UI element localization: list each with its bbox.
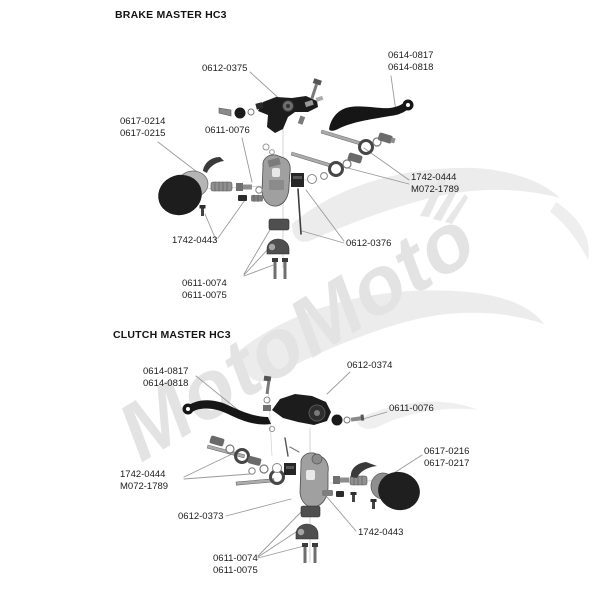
part-number: 0617-0214 [120,116,166,127]
brake-clamps [266,218,290,279]
part-label: 1742-0443 [358,527,403,539]
part-label: 0612-0376 [346,238,391,250]
part-label: 0611-0074 0611-0075 [182,278,227,301]
part-label: 0617-0214 0617-0215 [120,116,165,139]
part-number: 0614-0818 [388,61,434,73]
watermark-feather-1 [420,170,449,217]
brake-pivot-bolt-set-1 [320,129,396,155]
part-number: 0612-0375 [202,63,248,74]
watermark-swoosh-right [550,202,589,260]
watermark-swoosh-curl [356,401,478,429]
part-number: 1742-0444 [120,469,166,480]
part-label: 0617-0216 0617-0217 [424,446,469,469]
clutch-lever-blade [182,400,271,425]
part-number: 0611-0075 [182,289,227,301]
part-number: M072-1789 [411,183,460,195]
watermark-swoosh-lower [240,290,544,382]
clutch-clamps [295,505,321,563]
brake-pivot-hardware [218,95,324,155]
clutch-lever-perch [272,394,331,425]
part-number: 0617-0217 [424,457,470,469]
part-number: 1742-0443 [172,235,218,246]
clutch-pivot-bolt-set-1 [206,435,250,464]
part-number: 0611-0076 [389,403,434,414]
part-label: 0611-0074 0611-0075 [213,553,258,576]
brake-pivot-bolt-set-2 [290,151,363,180]
part-number: 0611-0074 [213,553,258,564]
section-title-brake: BRAKE MASTER HC3 [115,9,227,21]
brake-reservoir-bracket [203,157,224,173]
watermark-feather-3 [445,194,468,224]
clutch-master-cylinder [272,452,329,508]
part-number: 1742-0443 [358,527,404,538]
part-number: 0612-0376 [346,238,392,249]
clutch-reservoir [350,462,420,511]
part-label: 0611-0076 [205,125,250,137]
part-label: 1742-0444 M072-1789 [411,172,459,195]
brake-fittings [210,181,263,202]
part-number: 0611-0074 [182,278,227,289]
part-label: 0612-0375 [202,63,247,75]
part-number: 0611-0075 [213,564,258,576]
brake-adjuster-bolt [310,78,322,99]
part-number: 0617-0215 [120,127,166,139]
part-number: 0614-0817 [143,366,189,377]
clutch-fittings [322,475,368,497]
clutch-pivot-hardware [263,375,365,457]
part-label: 0612-0374 [347,360,392,372]
part-label: 0612-0373 [178,511,223,523]
part-number: 0611-0076 [205,125,250,136]
part-number: 0612-0373 [178,511,224,522]
part-number: 0612-0374 [347,360,393,371]
clutch-reservoir-bracket [350,462,377,478]
part-label: 1742-0443 [172,235,217,247]
brake-master-cylinder [261,154,317,235]
clutch-diagram [182,371,423,563]
watermark-swoosh-upper [292,167,560,242]
part-label: 0614-0817 0614-0818 [388,50,433,73]
clutch-pivot-bolt-set-2 [235,456,285,486]
clutch-axis-adjuster [267,381,273,457]
part-number: M072-1789 [120,480,169,492]
part-number: 0614-0817 [388,50,434,61]
part-number: 1742-0444 [411,172,457,183]
brake-reservoir [158,157,224,216]
part-label: 0611-0076 [389,403,434,415]
section-title-clutch: CLUTCH MASTER HC3 [113,329,231,341]
part-label: 1742-0444 M072-1789 [120,469,168,492]
part-number: 0614-0818 [143,377,189,389]
brake-diagram [157,71,414,279]
part-label: 0614-0817 0614-0818 [143,366,188,389]
clutch-leader-lines [183,371,423,559]
brake-lever-blade [329,99,414,131]
brake-leader-lines [157,71,410,277]
brake-lever-perch [258,96,318,133]
watermark-feather-2 [433,182,460,221]
part-number: 0617-0216 [424,446,470,457]
